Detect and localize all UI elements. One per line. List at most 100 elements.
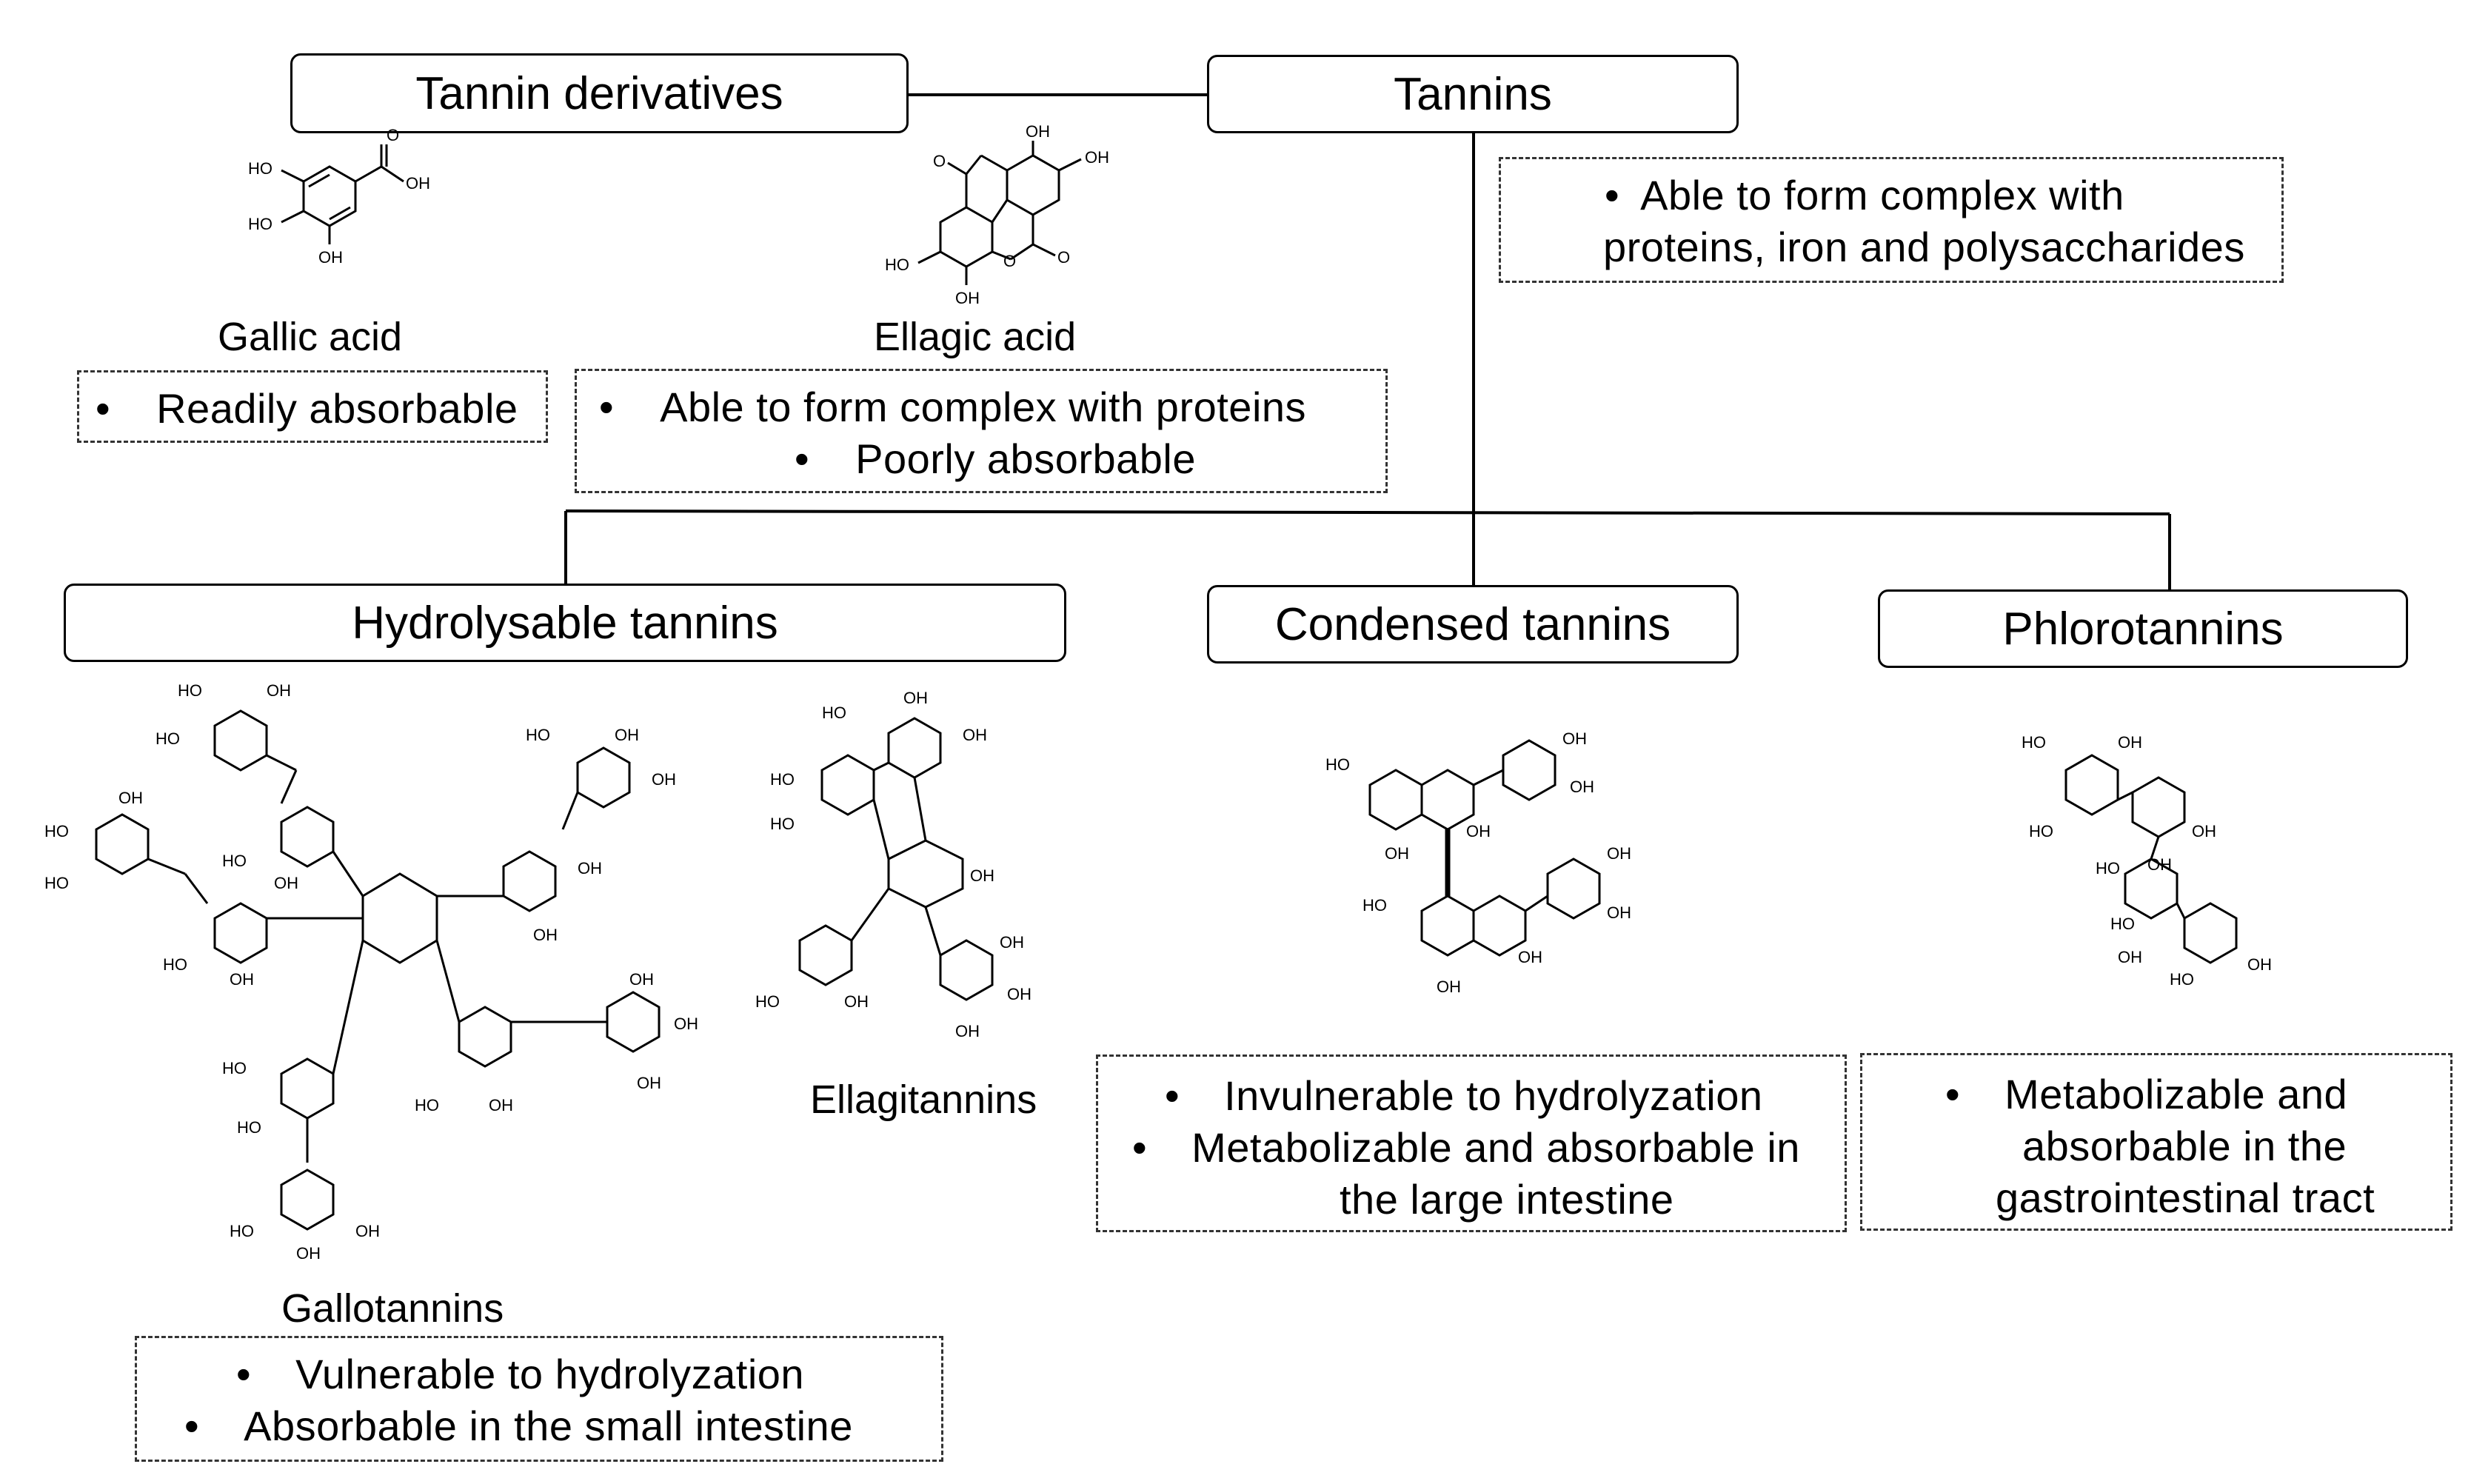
phlorotannins-note: •Metabolizable and absorbable in the gas… (1860, 1053, 2452, 1231)
gallic-ho-2: HO (248, 215, 272, 233)
galloyl-bottom: HO HO HO OH OH (222, 940, 380, 1263)
galloyl-lower-middle: HO OH (415, 940, 513, 1114)
svg-text:HO: HO (2110, 915, 2135, 933)
tannin-derivatives-box: Tannin derivatives (290, 53, 909, 133)
svg-text:HO: HO (415, 1096, 439, 1114)
svg-text:OH: OH (674, 1015, 698, 1033)
ellagic-ring-top (1006, 154, 1060, 216)
ellagic-oh-1: OH (1026, 122, 1050, 141)
gallic-acid-note: •Readily absorbable (77, 370, 548, 443)
ellagic-acid-note: •Able to form complex with proteins •Poo… (575, 369, 1388, 493)
gallic-acid-structure: O OH HO HO OH (248, 126, 430, 267)
svg-text:OH: OH (844, 992, 869, 1011)
svg-text:OH: OH (970, 866, 994, 885)
svg-text:OH: OH (629, 970, 654, 989)
gallotannins-note-line-1: •Vulnerable to hydrolyzation (236, 1351, 805, 1397)
svg-text:OH: OH (1000, 933, 1024, 952)
svg-text:HO: HO (2170, 970, 2194, 989)
tannins-title: Tannins (1394, 68, 1552, 120)
ellagic-o-3: O (1057, 248, 1070, 267)
hydrolysable-tannins-title: Hydrolysable tannins (352, 597, 778, 649)
svg-text:HO: HO (44, 822, 69, 840)
svg-text:HO: HO (1325, 755, 1350, 774)
gallotannins-note-line-2: •Absorbable in the small intestine (184, 1403, 853, 1449)
svg-text:OH: OH (1518, 948, 1542, 966)
condensed-note-line-1: •Invulnerable to hydrolyzation (1165, 1072, 1763, 1119)
svg-text:HO: HO (2022, 733, 2046, 752)
gallic-acid-note-line-1: •Readily absorbable (96, 385, 518, 432)
svg-text:OH: OH (1437, 977, 1461, 996)
svg-text:OH: OH (652, 770, 676, 789)
svg-text:HO: HO (526, 726, 550, 744)
svg-text:HO: HO (44, 874, 69, 892)
ellagitannins-label: Ellagitannins (810, 1077, 1037, 1122)
svg-text:OH: OH (2247, 955, 2272, 974)
svg-text:HO: HO (222, 1059, 247, 1077)
svg-text:OH: OH (489, 1096, 513, 1114)
svg-text:OH: OH (118, 789, 143, 807)
svg-text:OH: OH (1007, 985, 1031, 1003)
svg-text:OH: OH (963, 726, 987, 744)
condensed-tannins-box: Condensed tannins (1207, 585, 1739, 664)
galloyl-top-right: HO OH OH (526, 726, 676, 830)
svg-text:HO: HO (1362, 896, 1387, 915)
tannins-box: Tannins (1207, 55, 1739, 133)
svg-text:OH: OH (267, 681, 291, 700)
gallotannin-core (361, 872, 438, 964)
ellagic-oh-3: OH (955, 289, 980, 307)
svg-text:HO: HO (822, 703, 846, 722)
svg-text:HO: HO (230, 1222, 254, 1240)
gallic-oh-2: OH (318, 248, 343, 267)
svg-text:OH: OH (1385, 844, 1409, 863)
ellagic-acid-note-line-2: •Poorly absorbable (795, 435, 1196, 482)
ellagic-acid-label: Ellagic acid (874, 315, 1077, 359)
svg-text:HO: HO (222, 852, 247, 870)
phlorotannins-structure: HO OH HO OH HO OH HO OH HO OH (2022, 733, 2272, 989)
gallic-ho-1: HO (248, 159, 272, 178)
svg-text:HO: HO (156, 729, 180, 748)
tannins-note-line-2: proteins, iron and polysaccharides (1603, 224, 2245, 270)
svg-text:OH: OH (955, 1022, 980, 1040)
gallotannins-note: •Vulnerable to hydrolyzation •Absorbable… (135, 1336, 943, 1462)
svg-text:OH: OH (533, 926, 558, 944)
ellagic-oh-2: OH (1085, 148, 1109, 167)
ellagic-acid-note-line-1: •Able to form complex with proteins (599, 384, 1307, 430)
ellagic-o-2: O (1003, 252, 1016, 270)
phlorotannins-box: Phlorotannins (1878, 589, 2408, 668)
condensed-tannins-title: Condensed tannins (1274, 598, 1671, 650)
ellagic-o-1: O (933, 152, 946, 170)
svg-text:OH: OH (296, 1244, 321, 1263)
svg-text:OH: OH (2192, 822, 2216, 840)
svg-text:HO: HO (770, 815, 795, 833)
gallic-acid-label: Gallic acid (218, 315, 403, 359)
svg-text:OH: OH (355, 1222, 380, 1240)
gallic-oh-1: OH (406, 174, 430, 193)
svg-text:HO: HO (2029, 822, 2053, 840)
svg-text:HO: HO (237, 1118, 261, 1137)
phlorotannins-note-line-3: gastrointestinal tract (1996, 1174, 2375, 1221)
galloyl-mid-left: HO OH (222, 806, 364, 897)
svg-text:OH: OH (578, 859, 602, 878)
svg-text:HO: HO (163, 955, 187, 974)
svg-text:OH: OH (1562, 729, 1587, 748)
galloyl-lower-left: HO OH (163, 902, 363, 989)
tannins-note-line-1: •Able to form complex with (1605, 172, 2124, 218)
tannin-derivatives-title: Tannin derivatives (415, 67, 783, 119)
svg-text:OH: OH (2118, 733, 2142, 752)
tannins-note: •Able to form complex with proteins, iro… (1499, 157, 2284, 283)
svg-text:OH: OH (274, 874, 298, 892)
gallotannins-structure: HO OH HO HO OH HO HO OH HO OH HO OH OH OH… (44, 681, 698, 1263)
svg-text:OH: OH (1570, 778, 1594, 796)
phlorotannins-title: Phlorotannins (2002, 603, 2284, 655)
condensed-note-line-2: •Metabolizable and absorbable in (1132, 1124, 1800, 1171)
svg-text:OH: OH (1607, 903, 1631, 922)
phlorotannins-note-line-2: absorbable in the (2022, 1123, 2347, 1169)
svg-text:OH: OH (615, 726, 639, 744)
phlorotannins-note-line-1: •Metabolizable and (1945, 1071, 2348, 1117)
galloyl-lower-right: OH OH OH (511, 970, 698, 1092)
svg-text:HO: HO (770, 770, 795, 789)
hydrolysable-tannins-box: Hydrolysable tannins (64, 584, 1066, 662)
svg-text:HO: HO (2096, 859, 2120, 878)
